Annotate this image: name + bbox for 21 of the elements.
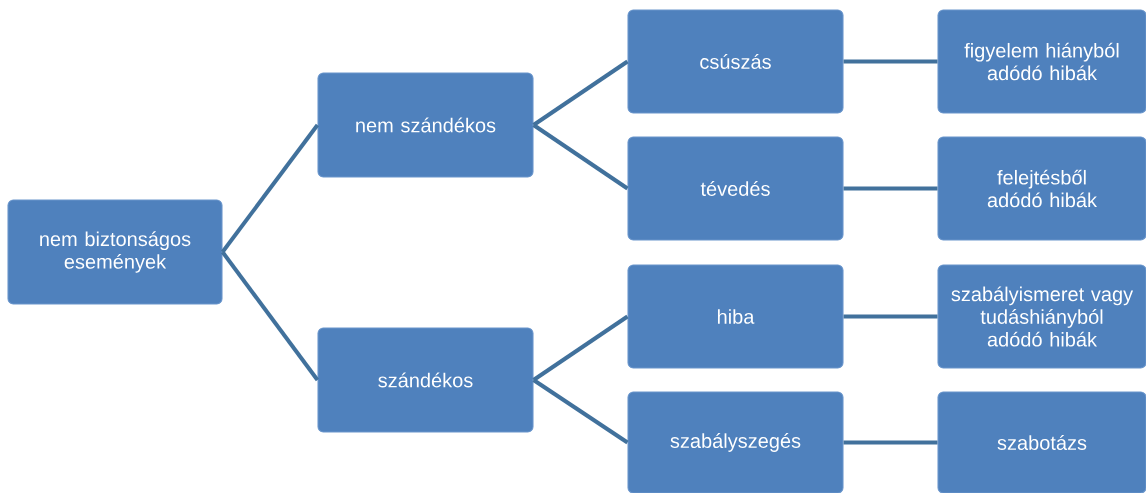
process-box: tévedés — [627, 136, 844, 241]
process-box: nem szándékos — [317, 72, 534, 178]
process-box: szabotázs — [937, 391, 1146, 493]
connector-line — [532, 59, 629, 127]
connector-line — [532, 314, 629, 382]
connector-line — [220, 250, 320, 382]
connector-line — [220, 123, 320, 254]
process-box: nem biztonságos események — [7, 199, 223, 305]
process-box: figyelem hiányból adódó hibák — [937, 9, 1146, 114]
connector-line — [843, 314, 938, 319]
connector-line — [843, 440, 938, 445]
process-box: csúszás — [627, 9, 844, 114]
connector-line — [532, 123, 629, 191]
connector-line — [843, 59, 938, 64]
process-box: szabályismeret vagy tudáshiányból adódó hibák — [937, 264, 1146, 369]
process-box: szándékos — [317, 327, 534, 433]
process-box: felejtésből adódó hibák — [937, 136, 1146, 241]
process-box: szabályszegés — [627, 391, 844, 493]
connector-line — [532, 378, 629, 445]
process-box: hiba — [627, 264, 844, 369]
connector-line — [843, 186, 938, 191]
